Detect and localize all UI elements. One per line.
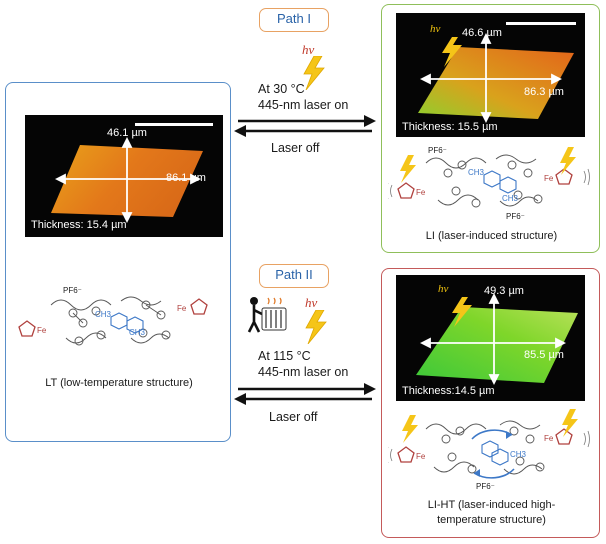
lt-crystal-photo: 46.1 µm 86.1 µm Thickness: 15.4 µm	[25, 115, 223, 237]
liht-thickness-label: Thickness:14.5 µm	[402, 385, 495, 397]
liht-length-label: 85.5 µm	[524, 349, 564, 361]
crystal-shape	[418, 47, 574, 119]
scale-bar	[506, 22, 576, 25]
path-1-laser-on: 445-nm laser on	[258, 98, 349, 112]
lt-fe-right-label: Fe	[177, 304, 187, 313]
path-2-hv-label: hν	[305, 295, 318, 310]
path-1-equilibrium-arrows	[234, 115, 376, 137]
lt-ch3-a-label: CH3	[95, 310, 112, 319]
lt-caption: LT (low-temperature structure)	[45, 377, 193, 389]
li-length-label: 86.3 µm	[524, 86, 564, 98]
lt-width-label: 46.1 µm	[107, 127, 147, 139]
path-1-label: Path I	[259, 8, 329, 32]
li-thickness-label: Thickness: 15.5 µm	[402, 121, 498, 133]
lt-thickness-label: Thickness: 15.4 µm	[31, 219, 127, 231]
li-fe-right-label: Fe	[544, 174, 554, 183]
li-hv-label: hν	[430, 23, 441, 35]
lt-length-label: 86.1 µm	[166, 172, 206, 184]
path-2-laser-on: 445-nm laser on	[258, 365, 349, 379]
liht-hv-label: hν	[438, 283, 449, 295]
path-2-label: Path II	[259, 264, 329, 288]
liht-caption-line-2: temperature structure)	[437, 514, 546, 526]
liht-caption-line-1: LI-HT (laser-induced high-	[427, 499, 556, 511]
li-ch3-a-label: CH3	[468, 168, 485, 177]
li-anion-top-label: PF6⁻	[428, 146, 447, 155]
lt-panel: 46.1 µm 86.1 µm Thickness: 15.4 µm Fe Fe…	[5, 82, 231, 442]
li-crystal-graphic	[418, 22, 576, 124]
li-anion-bottom-label: PF6⁻	[506, 212, 525, 221]
crystal-shape	[416, 307, 578, 383]
liht-fe-right-label: Fe	[544, 434, 554, 443]
li-fe-left-label: Fe	[416, 188, 426, 197]
liht-crystal-graphic	[416, 292, 578, 386]
li-molecule-diagram: Fe Fe CH3 CH3 PF6⁻ PF6⁻	[388, 146, 590, 221]
liht-fe-left-label: Fe	[416, 452, 426, 461]
li-crystal-photo: hν 46.6 µm 86.3 µm Thickness: 15.5 µm	[396, 13, 585, 137]
path-1-temperature: At 30 °C	[258, 82, 305, 96]
path-1-laser-off: Laser off	[271, 141, 320, 155]
lt-ch3-b-label: CH3	[129, 328, 146, 337]
li-caption: LI (laser-induced structure)	[425, 230, 558, 242]
lt-molecule-diagram: Fe Fe CH3 CH3 PF6⁻	[18, 286, 208, 346]
li-width-label: 46.6 µm	[462, 27, 502, 39]
liht-width-label: 49.3 µm	[484, 285, 524, 297]
liht-molecule-diagram: Fe Fe CH3 PF6⁻	[388, 409, 590, 491]
path-2-laser-off: Laser off	[269, 410, 318, 424]
li-panel: hν 46.6 µm 86.3 µm Thickness: 15.5 µm	[381, 4, 600, 253]
scale-bar	[135, 123, 213, 126]
path-1-lightning-icon	[303, 56, 325, 90]
path-2-lightning-icon	[305, 310, 327, 344]
path-2-equilibrium-arrows	[234, 383, 376, 405]
liht-panel: hν 49.3 µm 85.5 µm Thickness:14.5 µm	[381, 268, 600, 538]
liht-ch3-label: CH3	[510, 450, 527, 459]
liht-anion-bottom-label: PF6⁻	[476, 482, 495, 491]
path-2-temperature: At 115 °C	[258, 349, 311, 363]
li-ch3-b-label: CH3	[502, 194, 519, 203]
lt-anion-label: PF6⁻	[63, 286, 82, 295]
lt-fe-left-label: Fe	[37, 326, 47, 335]
lt-crystal-graphic	[51, 123, 213, 224]
liht-crystal-photo: hν 49.3 µm 85.5 µm Thickness:14.5 µm	[396, 275, 585, 401]
heater-person-icon	[247, 297, 287, 333]
path-1-hv-label: hν	[302, 42, 315, 57]
